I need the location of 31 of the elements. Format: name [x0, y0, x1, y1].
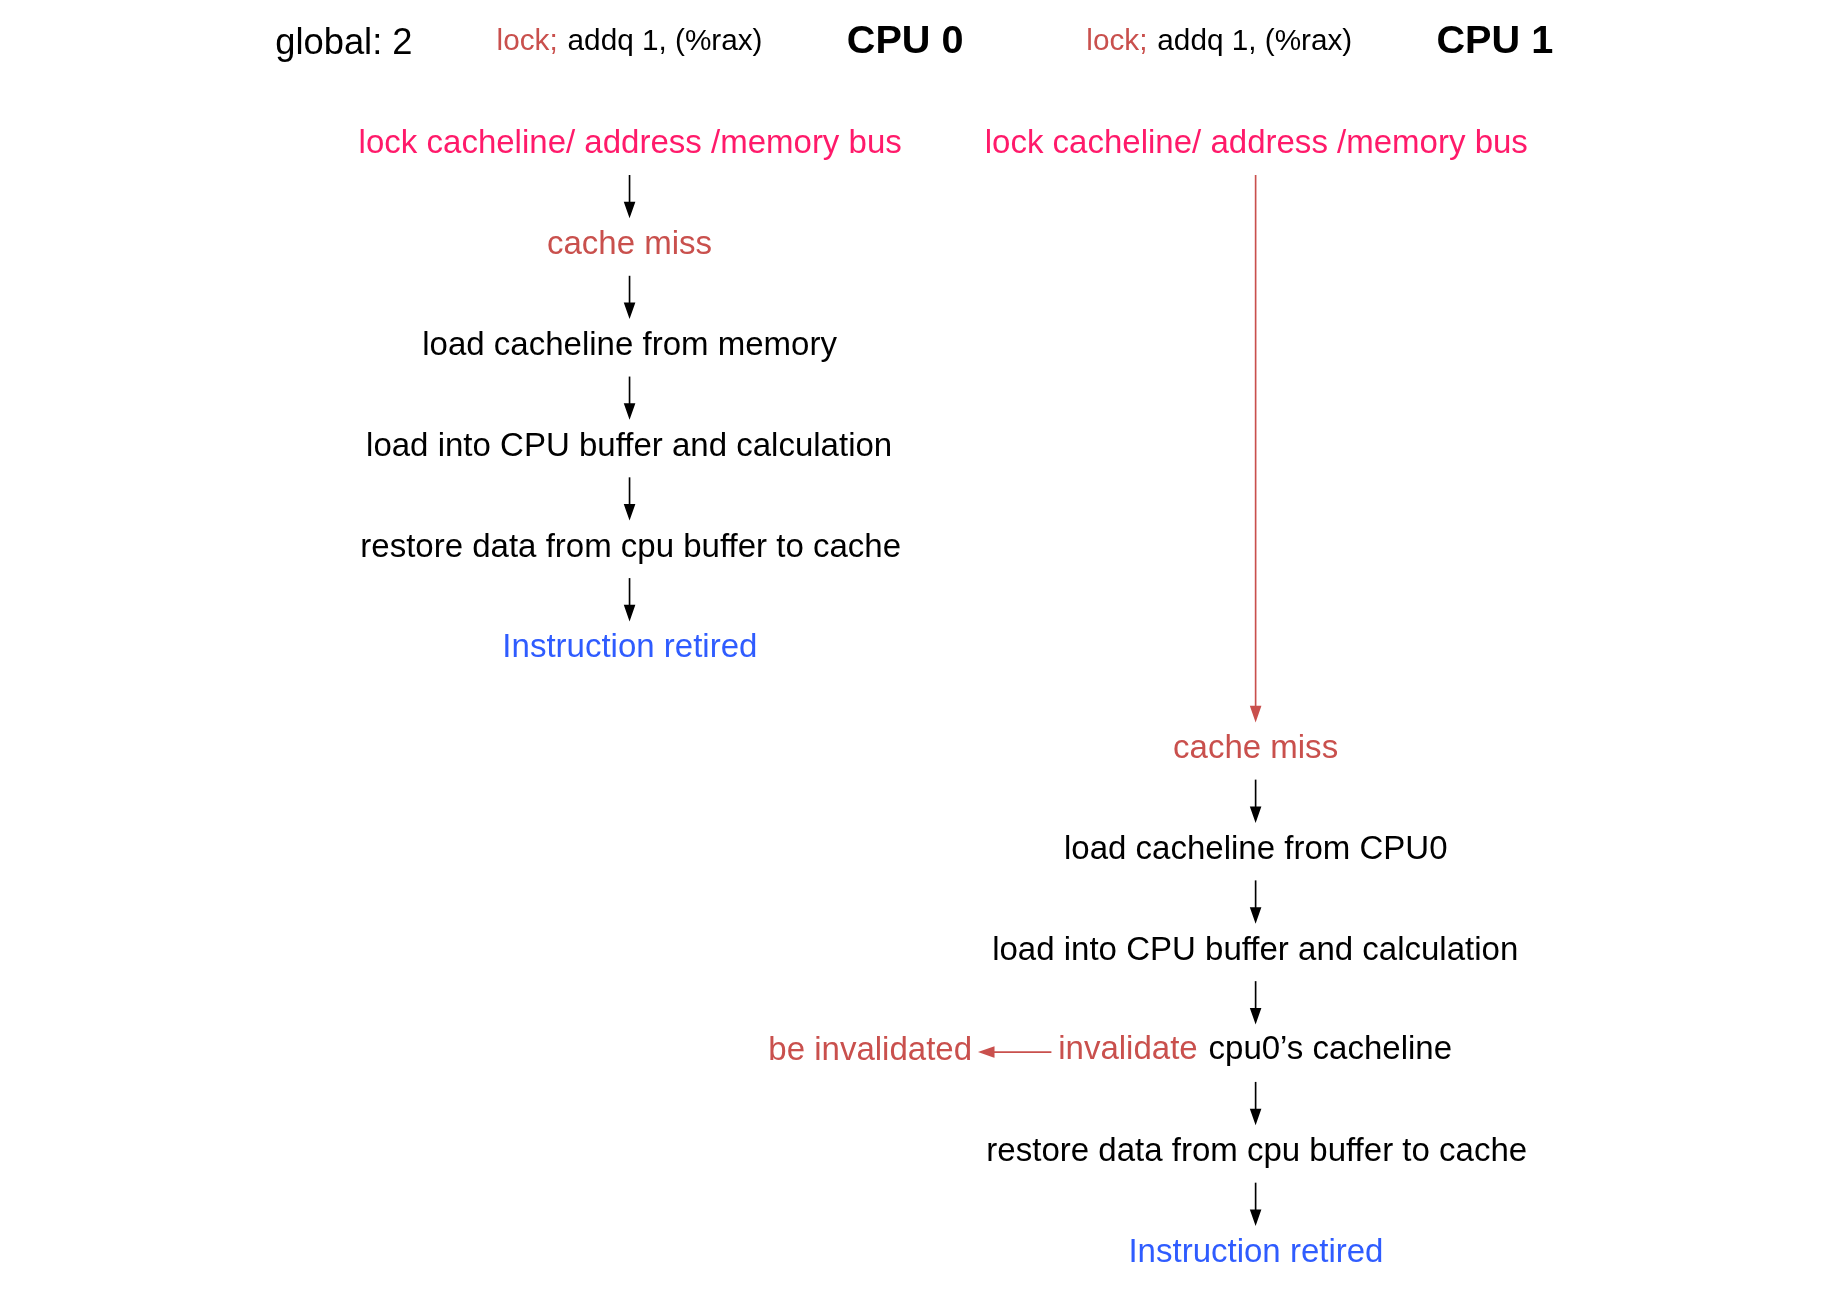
node-text: cache miss: [1173, 728, 1339, 766]
node-text: load cacheline from CPU0: [1064, 828, 1448, 866]
node-text: lock cacheline/ address /memory bus: [358, 123, 902, 161]
arrow: [623, 174, 636, 219]
node-text: Instruction retired: [502, 627, 758, 665]
node-text: restore data from cpu buffer to cache: [986, 1131, 1528, 1169]
node-text: load into CPU buffer and calculation: [992, 929, 1519, 967]
arrow: [1249, 879, 1262, 924]
arrow: [623, 375, 636, 420]
arrow: [1249, 980, 1262, 1025]
node-text: restore data from cpu buffer to cache: [360, 526, 902, 564]
label: global: 2: [275, 20, 413, 62]
arrow: [978, 1046, 1053, 1058]
node-text: load cacheline from memory: [422, 324, 837, 362]
node-text: cache miss: [546, 224, 713, 262]
node-text: invalidate cpu0’s cacheline: [1058, 1028, 1453, 1066]
label: lock; addq 1, (%rax): [496, 23, 763, 57]
label: CPU 0: [846, 17, 964, 61]
arrow: [1249, 1081, 1262, 1126]
node-text: lock cacheline/ address /memory bus: [984, 123, 1528, 161]
node-text: Instruction retired: [1128, 1231, 1384, 1269]
arrow: [623, 476, 636, 521]
node-text: be invalidated: [768, 1030, 973, 1068]
arrow: [1249, 174, 1262, 723]
arrow: [1249, 1181, 1262, 1226]
arrow: [623, 274, 636, 320]
arrow: [623, 577, 636, 622]
arrow: [1249, 778, 1262, 823]
label: CPU 1: [1436, 17, 1554, 61]
node-text: load into CPU buffer and calculation: [366, 425, 893, 463]
label: lock; addq 1, (%rax): [1086, 23, 1353, 57]
